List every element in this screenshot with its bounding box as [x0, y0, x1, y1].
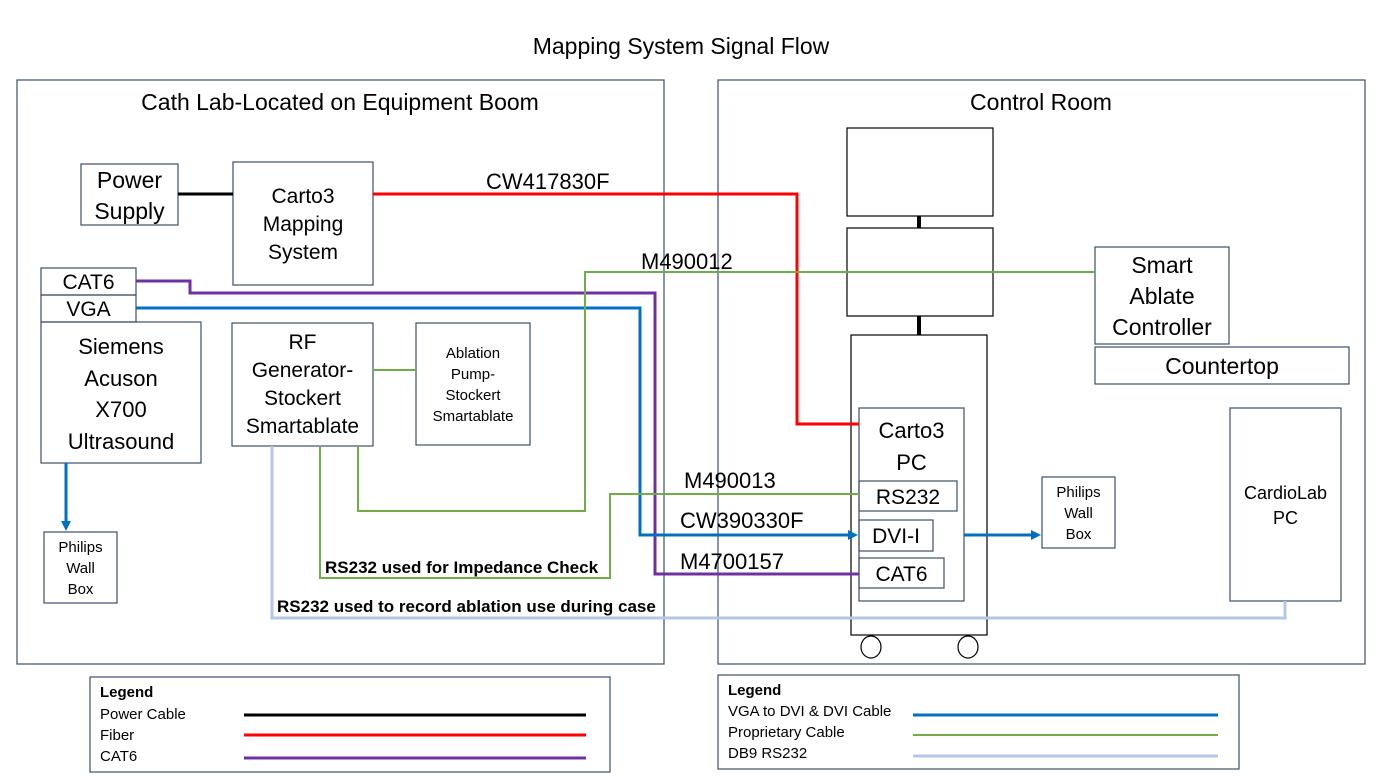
cart-wheel: [860, 635, 882, 659]
diagram-title: Mapping System Signal Flow: [533, 33, 830, 59]
legend-item-label: Proprietary Cable: [728, 724, 845, 741]
legend-right-heading: Legend: [728, 682, 781, 699]
carto3-pc-rs232-port-box: [858, 480, 958, 512]
db9-rs232-cable: [270, 446, 1287, 620]
legend-item-label: CAT6: [100, 748, 137, 765]
cardiolab-pc-label: CardioLab: [1244, 483, 1327, 503]
carto3-mapping-system-label: System: [268, 241, 338, 264]
philips-wall-box-label: Box: [1066, 526, 1092, 543]
smart-ablate-controller-label: Smart: [1131, 252, 1193, 278]
fiber-cable: [373, 192, 859, 426]
ablation-pump-label: Stockert: [445, 387, 501, 404]
ultrasound-vga-port-label: VGA: [66, 298, 110, 321]
smart-ablate-controller-label: Ablate: [1129, 283, 1194, 309]
cardiolab-pc-box: [1229, 407, 1342, 602]
carto3-mapping-system-box: [232, 161, 374, 286]
ultrasound-label: Siemens: [78, 334, 164, 359]
smart-ablate-cable-label: M490012: [641, 249, 733, 274]
legend-item-label: Power Cable: [100, 706, 186, 723]
countertop-box: [1094, 346, 1350, 385]
philips-wall-box-cath-lab: [43, 531, 118, 604]
ultrasound-cat6-port-label: CAT6: [62, 271, 114, 294]
equipment-cart: [850, 334, 988, 636]
cat6-cable-label: M4700157: [680, 549, 784, 574]
video-cable-label: CW390330F: [680, 508, 804, 533]
philips-wall-box-label: Wall: [66, 560, 95, 577]
philips-wall-box-control-room: [1041, 476, 1116, 549]
ultrasound-label: X700: [95, 397, 146, 422]
cat6-cable: [136, 279, 859, 576]
impedance-check-note: RS232 used for Impedance Check: [325, 558, 599, 577]
legend-left-box: [89, 676, 611, 773]
rf-generator-box: [231, 322, 374, 447]
rs232-proprietary-cable: [319, 446, 859, 579]
carto3-pc-dvi-port-label: DVI-I: [872, 525, 920, 548]
carto3-pc-label: Carto3: [878, 418, 944, 443]
power-supply-label: Supply: [94, 198, 165, 224]
legend-item-label: DB9 RS232: [728, 745, 807, 762]
carto3-mapping-system-label: Mapping: [263, 213, 344, 236]
control-room-panel-title: Control Room: [970, 89, 1112, 115]
smart-ablate-controller-label: Controller: [1112, 314, 1212, 340]
rs232-cable-label: M490013: [684, 468, 776, 493]
countertop-label: Countertop: [1165, 353, 1279, 379]
vga-to-dvi-cable: [136, 306, 858, 540]
ablation-pump-label: Smartablate: [433, 408, 514, 425]
philips-wall-box-label: Box: [68, 581, 94, 598]
cath-lab-panel-title: Cath Lab-Located on Equipment Boom: [141, 89, 539, 115]
ablation-pump-label: Pump-: [451, 366, 495, 383]
ablation-pump-box: [415, 322, 531, 446]
rf-generator-label: Generator-: [252, 359, 354, 382]
ultrasound-label: Acuson: [84, 366, 157, 391]
carto3-mapping-system-label: Carto3: [271, 185, 334, 208]
smart-ablate-controller-box: [1094, 246, 1230, 345]
philips-wall-box-label: Wall: [1064, 505, 1093, 522]
smart-ablate-proprietary-cable: [357, 271, 1095, 512]
carto3-pc-dvi-port-box: [858, 519, 934, 552]
legend-right-box: [717, 674, 1240, 770]
legend-item-label: VGA to DVI & DVI Cable: [728, 703, 891, 720]
rf-generator-label: Smartablate: [246, 415, 359, 438]
control-room-panel: [717, 79, 1366, 665]
cardiolab-pc-label: PC: [1273, 508, 1298, 528]
carto3-pc-label: PC: [896, 450, 927, 475]
rf-generator-label: RF: [289, 331, 317, 354]
ablation-pump-label: Ablation: [446, 345, 500, 362]
ultrasound-label: Ultrasound: [68, 429, 174, 454]
monitor-top: [846, 127, 994, 217]
power-supply-label: Power: [97, 167, 163, 193]
cart-wheel: [957, 635, 979, 659]
philips-wall-box-label: Philips: [58, 539, 102, 556]
cath-lab-panel: [16, 79, 665, 665]
carto3-pc-rs232-port-label: RS232: [876, 486, 940, 509]
legend-left-heading: Legend: [100, 684, 153, 701]
philips-wall-box-label: Philips: [1056, 484, 1100, 501]
legend-item-label: Fiber: [100, 727, 134, 744]
carto3-pc-cat6-port-label: CAT6: [875, 563, 927, 586]
ultrasound-box: [40, 321, 202, 464]
rf-generator-label: Stockert: [264, 387, 341, 410]
ablation-record-note: RS232 used to record ablation use during…: [277, 597, 656, 616]
fiber-cable-label: CW417830F: [486, 169, 610, 194]
